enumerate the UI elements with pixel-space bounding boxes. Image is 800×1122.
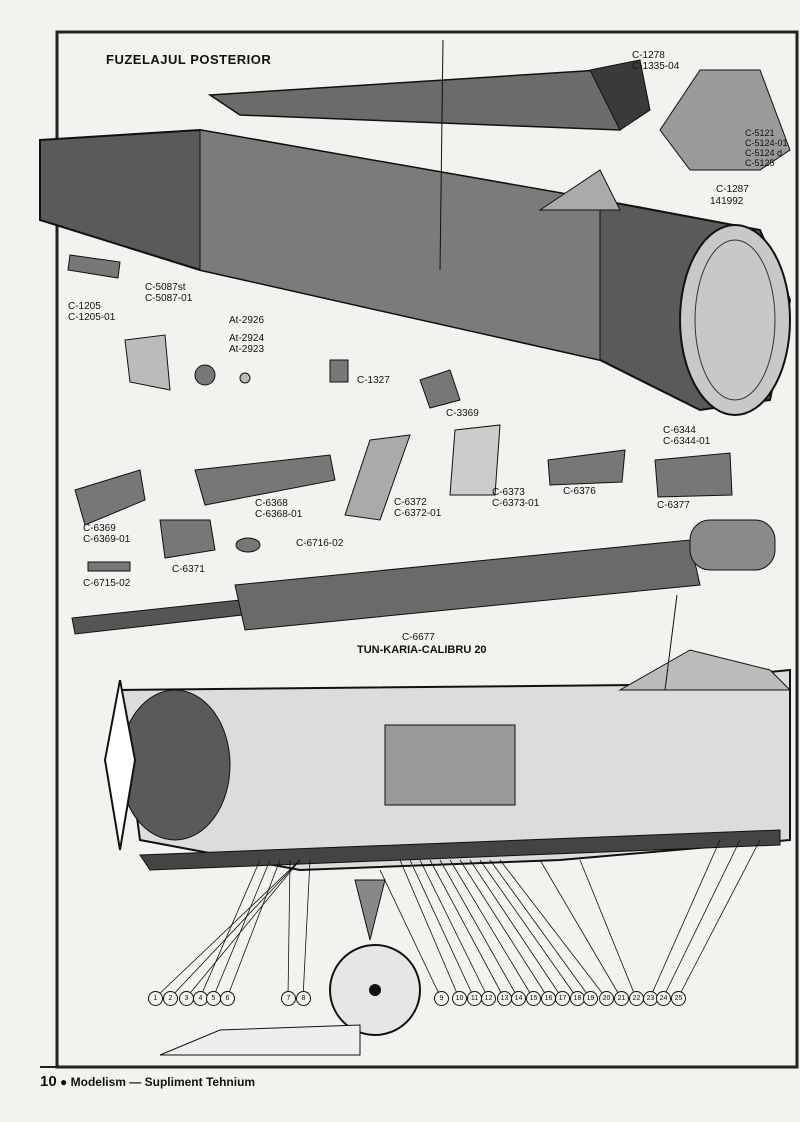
callout-2: 2 [163, 991, 178, 1006]
canopy-fairing-drawing [207, 59, 791, 171]
callout-25: 25 [671, 991, 686, 1006]
callout-20: 20 [599, 991, 614, 1006]
callout-16: 16 [541, 991, 556, 1006]
callout-21: 21 [614, 991, 629, 1006]
leader-lines [154, 839, 761, 999]
part-label-c5087: C-5087st C-5087-01 [145, 282, 193, 304]
part-label-c6376: C-6376 [563, 486, 596, 497]
part-label-c3369: C-3369 [446, 408, 479, 419]
rear-fuselage-drawing [39, 39, 792, 416]
callout-3: 3 [179, 991, 194, 1006]
part-label-at2926: At-2926 [229, 315, 265, 326]
callout-10: 10 [452, 991, 467, 1006]
part-label-c1327: C-1327 [357, 375, 390, 386]
callout-14: 14 [511, 991, 526, 1006]
part-label-c6373: C-6373 C-6373-01 [492, 487, 540, 509]
part-label-c6372: C-6372 C-6372-01 [394, 497, 442, 519]
callout-9: 9 [434, 991, 449, 1006]
callout-24: 24 [656, 991, 671, 1006]
part-label-at2924: At-2924 At-2923 [229, 333, 265, 355]
part-label-c1278: C-1278 C-1335-04 [632, 50, 680, 72]
page-number: 10 [40, 1073, 57, 1090]
part-label-c6369: C-6369 C-6369-01 [83, 523, 131, 545]
callout-15: 15 [526, 991, 541, 1006]
gun-code-label: C-6677 [402, 632, 435, 643]
part-label-c1287: C-1287 [716, 184, 749, 195]
part-label-c6716: C-6716-02 [296, 538, 344, 549]
callout-1: 1 [148, 991, 163, 1006]
callout-7: 7 [281, 991, 296, 1006]
part-label-141992: 141992 [710, 196, 744, 207]
part-label-c6344: C-6344 C-6344-01 [663, 425, 711, 447]
part-label-c1205: C-1205 C-1205-01 [68, 301, 116, 323]
page-footer: 10 ● Modelism — Supliment Tehnium [40, 1073, 255, 1090]
small-parts-drawing [67, 254, 733, 572]
callout-22: 22 [629, 991, 644, 1006]
callout-11: 11 [467, 991, 482, 1006]
callout-17: 17 [555, 991, 570, 1006]
part-label-c6715: C-6715-02 [83, 578, 131, 589]
callout-19: 19 [583, 991, 598, 1006]
callout-13: 13 [497, 991, 512, 1006]
footer-text: Modelism — Supliment Tehnium [70, 1075, 256, 1089]
callout-6: 6 [220, 991, 235, 1006]
callout-12: 12 [481, 991, 496, 1006]
part-label-c6377: C-6377 [657, 500, 690, 511]
part-label-c5121: C-5121 C-5124-01 C-5124 d C-5125 [745, 128, 788, 168]
callout-8: 8 [296, 991, 311, 1006]
cannon-drawing [71, 519, 776, 635]
gun-name-label: TUN-KARIA-CALIBRU 20 [357, 644, 487, 656]
part-label-c6371: C-6371 [172, 564, 205, 575]
part-label-c6368: C-6368 C-6368-01 [255, 498, 303, 520]
callout-5: 5 [206, 991, 221, 1006]
bullet-icon: ● [60, 1075, 68, 1089]
section-title: FUZELAJUL POSTERIOR [106, 52, 272, 67]
aircraft-cutaway-drawing [103, 594, 792, 1056]
